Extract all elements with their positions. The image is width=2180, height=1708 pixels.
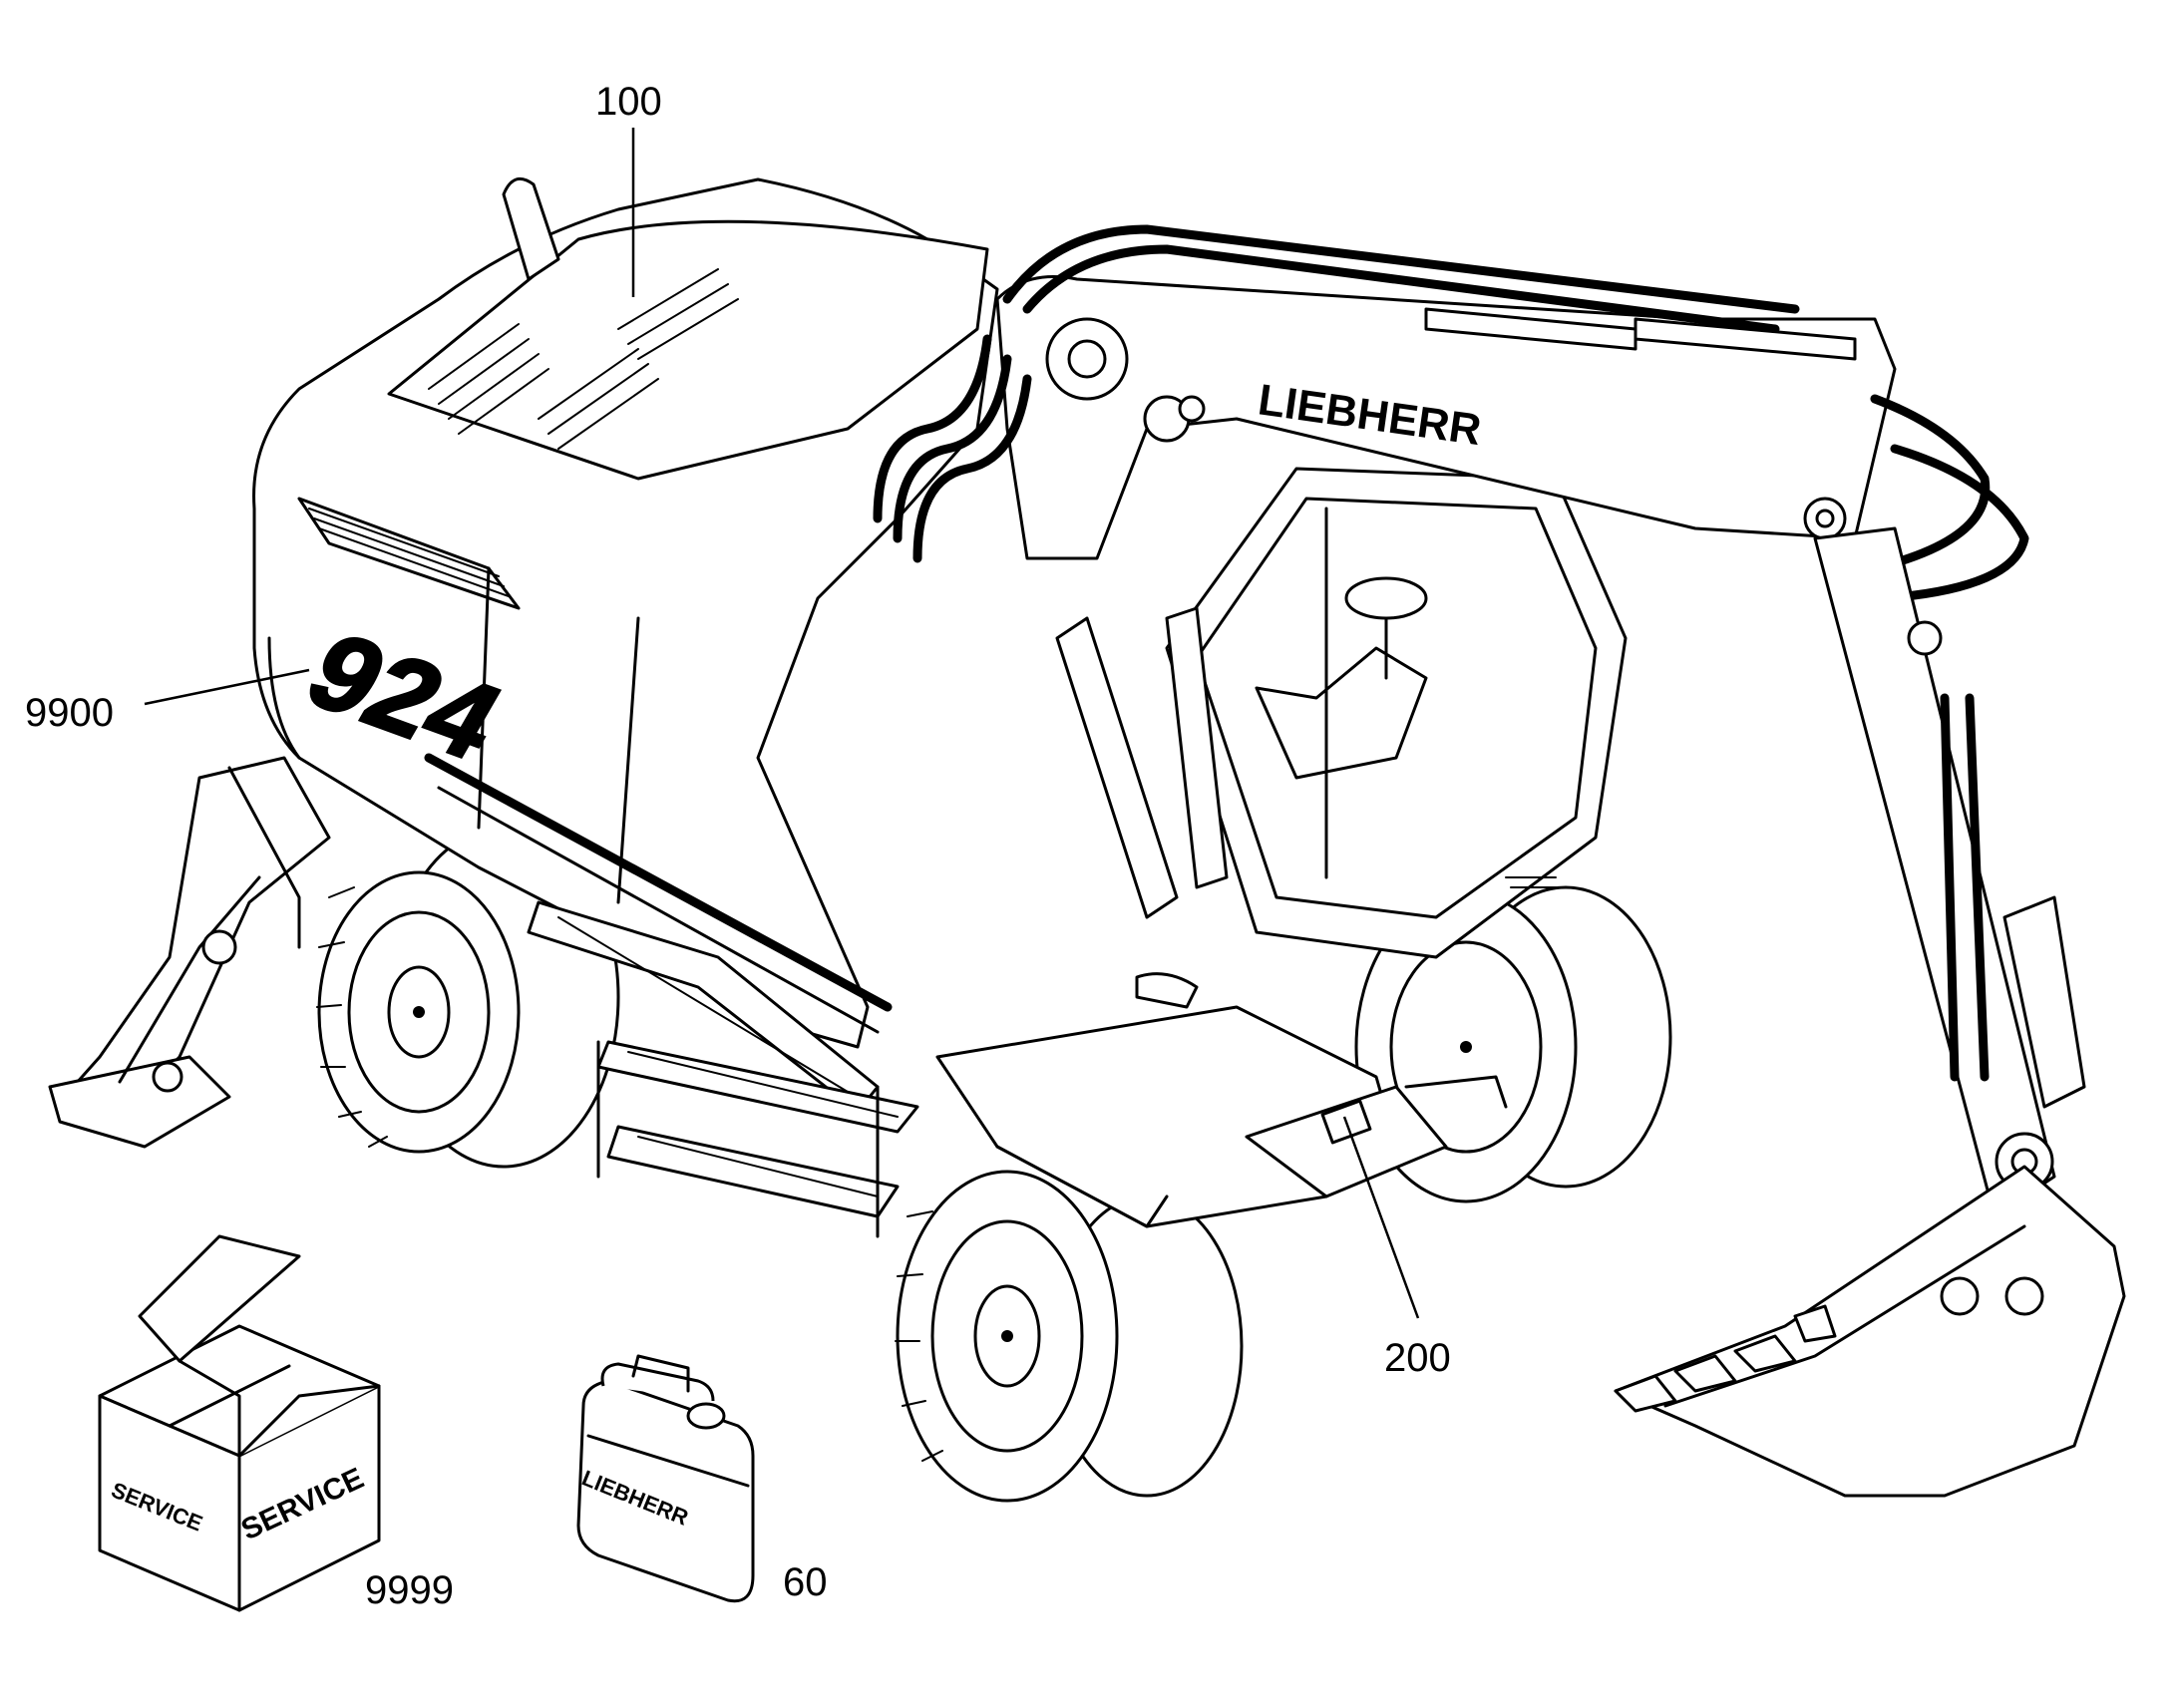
callout-9900-label: 9900 (25, 691, 114, 735)
boom (873, 224, 2029, 919)
callout-9900: 9900 (25, 668, 310, 735)
front-wheel-pair (895, 1170, 1244, 1503)
callout-60: 60 (783, 1560, 828, 1604)
access-steps (527, 900, 919, 1238)
callout-200-label: 200 (1384, 1336, 1451, 1380)
stick (1813, 526, 2086, 1218)
outrigger (48, 756, 331, 1149)
wheeled-excavator: 924 (48, 176, 2126, 1503)
callout-100-label: 100 (595, 80, 662, 124)
operator-cab (1165, 467, 1628, 959)
callout-200: 200 (1342, 1116, 1451, 1380)
fluid-canister: LIEBHERR (576, 1354, 755, 1603)
callout-60-label: 60 (783, 1560, 828, 1604)
superstructure (252, 176, 999, 1049)
undercarriage (935, 972, 1508, 1228)
service-kit-box: SERVICE SERVICE (98, 1234, 381, 1612)
callout-9999: 9999 (365, 1568, 454, 1612)
bucket (1614, 1165, 2126, 1498)
callout-100: 100 (595, 80, 662, 297)
callout-9999-label: 9999 (365, 1568, 454, 1612)
